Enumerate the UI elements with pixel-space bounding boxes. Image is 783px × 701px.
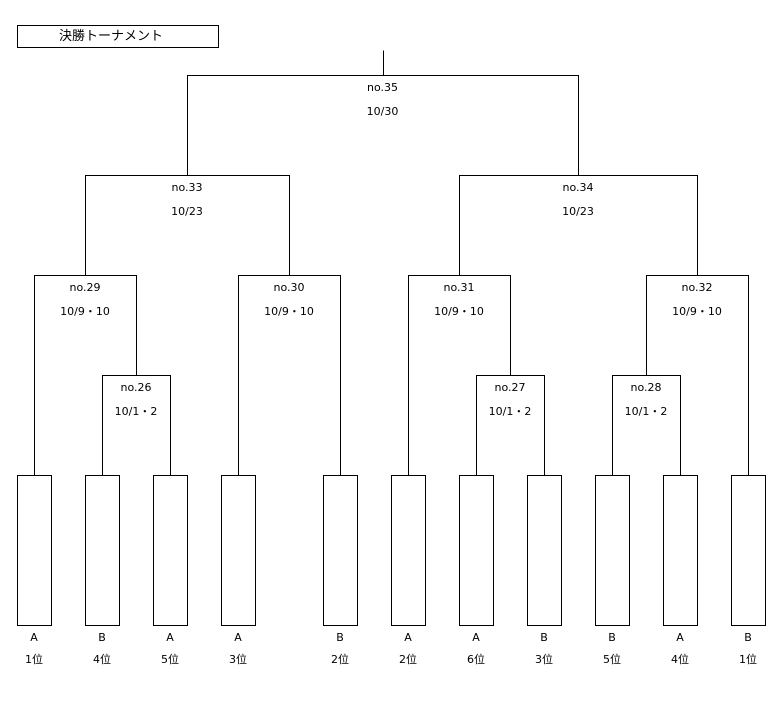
match-date-label: 10/1・2 [489, 405, 532, 418]
match-date-label: 10/9・10 [434, 305, 484, 318]
team-rank-label: 2位 [331, 652, 349, 666]
match-date-label: 10/9・10 [264, 305, 314, 318]
match-number-label: no.31 [443, 281, 474, 294]
team-rank-label: 6位 [467, 652, 485, 666]
match-date-label: 10/9・10 [60, 305, 110, 318]
bracket-line-m31 [408, 275, 511, 476]
team-rank-label: 4位 [671, 652, 689, 666]
team-group-label: A [676, 631, 684, 644]
team-slot-6 [391, 475, 426, 626]
bracket-line-m26 [102, 375, 171, 476]
team-rank-label: 2位 [399, 652, 417, 666]
match-number-label: no.33 [171, 181, 202, 194]
bracket-line-m28 [612, 375, 681, 476]
team-slot-10 [663, 475, 698, 626]
team-rank-label: 1位 [739, 652, 757, 666]
team-slot-5 [323, 475, 358, 626]
match-number-label: no.34 [562, 181, 593, 194]
bracket-line-m30 [238, 275, 341, 476]
team-slot-4 [221, 475, 256, 626]
match-number-label: no.28 [630, 381, 661, 394]
bracket-line-m32 [646, 275, 749, 476]
bracket-line-m33 [85, 175, 290, 276]
team-rank-label: 4位 [93, 652, 111, 666]
match-date-label: 10/1・2 [115, 405, 158, 418]
match-date-label: 10/9・10 [672, 305, 722, 318]
team-slot-11 [731, 475, 766, 626]
bracket-line-m27 [476, 375, 545, 476]
team-group-label: A [404, 631, 412, 644]
team-slot-1 [17, 475, 52, 626]
match-number-label: no.32 [681, 281, 712, 294]
match-number-label: no.26 [120, 381, 151, 394]
team-group-label: A [30, 631, 38, 644]
team-group-label: B [744, 631, 752, 644]
team-slot-7 [459, 475, 494, 626]
match-number-label: no.30 [273, 281, 304, 294]
team-group-label: A [234, 631, 242, 644]
bracket-line-m29 [34, 275, 137, 476]
match-number-label: no.27 [494, 381, 525, 394]
team-group-label: A [472, 631, 480, 644]
team-group-label: B [608, 631, 616, 644]
match-number-label: no.29 [69, 281, 100, 294]
match-date-label: 10/23 [171, 205, 203, 218]
team-rank-label: 3位 [535, 652, 553, 666]
team-rank-label: 5位 [161, 652, 179, 666]
team-slot-8 [527, 475, 562, 626]
team-group-label: A [166, 631, 174, 644]
bracket-line-m35 [187, 50, 579, 176]
match-date-label: 10/1・2 [625, 405, 668, 418]
team-slot-9 [595, 475, 630, 626]
match-date-label: 10/30 [367, 105, 399, 118]
match-number-label: no.35 [367, 81, 398, 94]
team-rank-label: 1位 [25, 652, 43, 666]
team-slot-3 [153, 475, 188, 626]
team-group-label: B [336, 631, 344, 644]
team-slot-2 [85, 475, 120, 626]
team-group-label: B [540, 631, 548, 644]
team-rank-label: 3位 [229, 652, 247, 666]
team-group-label: B [98, 631, 106, 644]
tournament-title: 決勝トーナメント [17, 25, 219, 48]
bracket-line-m34 [459, 175, 698, 276]
match-date-label: 10/23 [562, 205, 594, 218]
team-rank-label: 5位 [603, 652, 621, 666]
